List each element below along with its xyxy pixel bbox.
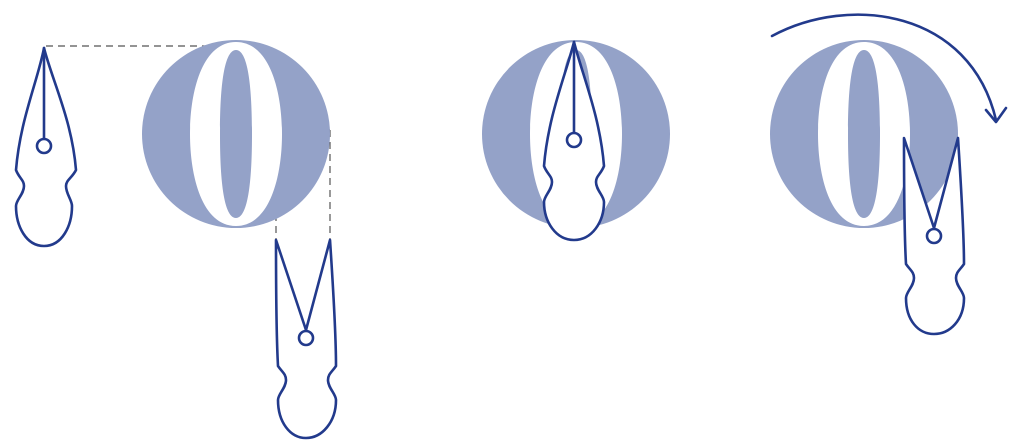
pen-nib-icon (16, 48, 76, 246)
letter-o-1 (142, 40, 330, 228)
panel-2 (482, 40, 670, 240)
panel-3 (770, 15, 1006, 334)
panel-1 (16, 40, 336, 438)
letter-o-3 (770, 40, 958, 228)
pen-nib-icon (276, 240, 336, 438)
